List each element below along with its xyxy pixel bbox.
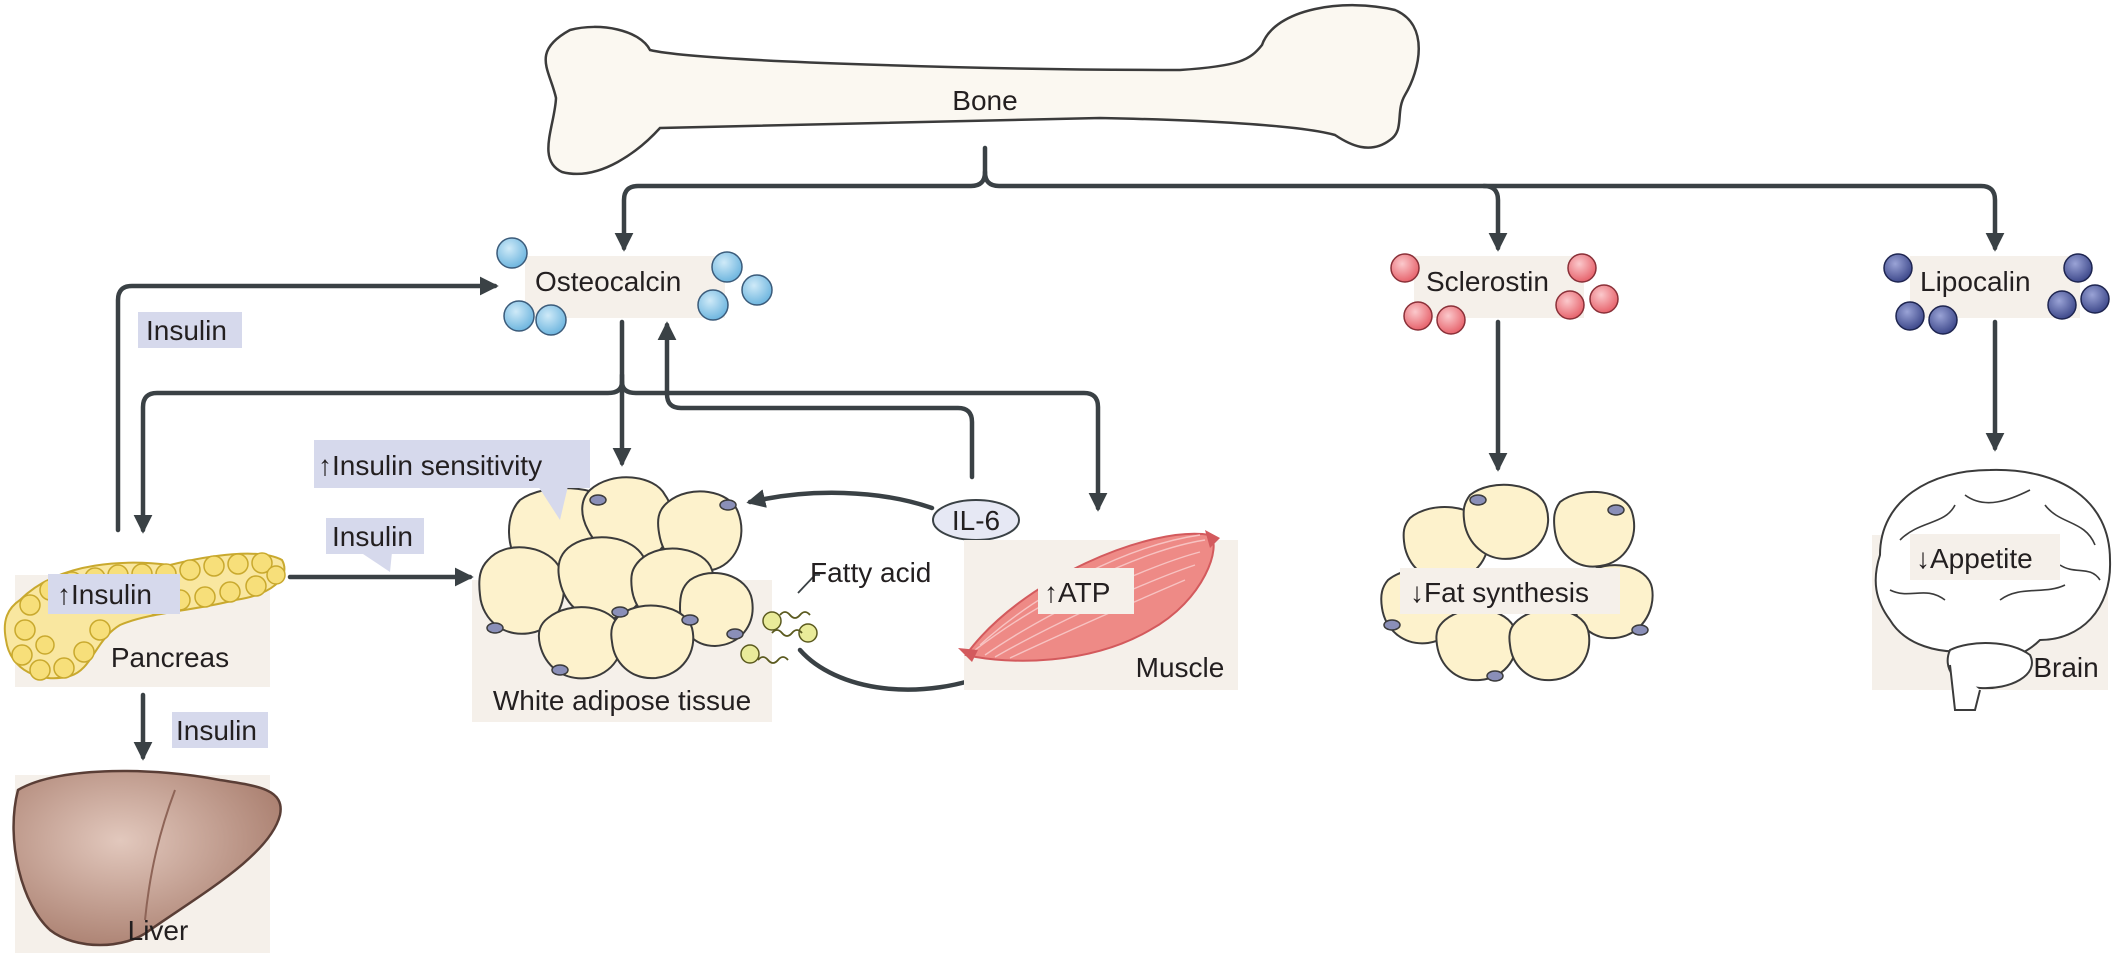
- osteocalcin-dot: [711, 251, 743, 283]
- pancreas-lobules: [11, 552, 286, 681]
- sclerostin-node: Sclerostin: [1390, 253, 1619, 335]
- arrow-bone-to-sclerostin: [982, 169, 1508, 252]
- arrow-il6-to-adipose: [746, 489, 935, 511]
- lipocalin-dot: [2047, 290, 2077, 320]
- lipocalin-node: Lipocalin: [1883, 253, 2110, 335]
- lipocalin-dot: [1883, 253, 1913, 283]
- insulin-to-liver-label: Insulin: [176, 715, 257, 746]
- liver-lobe-line: [144, 789, 176, 921]
- adipose-label: White adipose tissue: [493, 685, 751, 716]
- brain-stem: [1949, 664, 1981, 711]
- il6-label: IL-6: [952, 505, 1000, 536]
- insulin-up-tag: [48, 574, 180, 614]
- sclerostin-dot: [1555, 290, 1585, 320]
- il6-node: IL-6: [932, 499, 1020, 541]
- arrow-bone-to-osteocalcin: [614, 145, 988, 252]
- sclerostin-dot: [1436, 305, 1466, 335]
- insulin-sensitivity-box: [314, 440, 590, 488]
- sclerostin-label: Sclerostin: [1426, 266, 1549, 297]
- osteocalcin-arrows: [115, 276, 1108, 534]
- lipocalin-dot: [2080, 284, 2110, 314]
- muscle-tendon-right: [1205, 530, 1220, 548]
- osteocalcin-molecules: [496, 237, 773, 336]
- osteocalcin-label: Osteocalcin: [535, 266, 681, 297]
- insulin-tag-box: [138, 312, 242, 348]
- fat-synthesis-label: ↓Fat synthesis: [1410, 577, 1589, 608]
- osteocalcin-dot: [496, 237, 528, 269]
- insulin-tag-pointer: [360, 552, 392, 572]
- bone-label: Bone: [952, 85, 1017, 116]
- insulin-to-liver-tag: Insulin: [150, 712, 268, 748]
- adipose-cells: [478, 476, 754, 680]
- insulin-sensitivity-pointer: [538, 486, 568, 520]
- muscle-label: Muscle: [1136, 652, 1225, 683]
- sclerostin-dot: [1589, 284, 1619, 314]
- brain-organ: ↓Appetite Brain: [1872, 468, 2112, 711]
- lipocalin-dot: [1895, 301, 1925, 331]
- lipocalin-dot: [1928, 305, 1958, 335]
- muscle-tendon-left: [958, 648, 978, 662]
- arrow-osteocalcin-to-muscle: [619, 379, 1108, 512]
- osteocalcin-dot: [741, 274, 773, 306]
- fatty-acid-molecules: [740, 611, 818, 664]
- arrow-pancreas-to-osteocalcin: [115, 276, 499, 533]
- liver-organ: Liver: [12, 769, 282, 953]
- osteocalcin-dot: [697, 289, 729, 321]
- atp-label: ↑ATP: [1044, 577, 1110, 608]
- white-adipose-tissue: White adipose tissue: [472, 476, 772, 722]
- fat-synthesis-tag: [1400, 568, 1620, 614]
- sclerostin-dot: [1567, 253, 1597, 283]
- insulin-up-label: ↑Insulin: [57, 579, 152, 610]
- insulin-to-wat-tag: Insulin: [326, 518, 424, 572]
- brain-label: Brain: [2033, 652, 2098, 683]
- sclerostin-dot: [1403, 301, 1433, 331]
- osteocalcin-node: Osteocalcin: [496, 237, 773, 336]
- lipocalin-molecules: [1883, 253, 2110, 335]
- bone-shape: [544, 4, 1420, 175]
- osteocalcin-dot: [503, 300, 535, 332]
- insulin-feedback-tag: Insulin: [124, 312, 242, 348]
- sclerostin-dot: [1390, 253, 1420, 283]
- bone: Bone: [544, 4, 1420, 175]
- arrow-il6-to-osteocalcin: [657, 321, 975, 480]
- liver-shape: [12, 769, 282, 947]
- insulin-sensitivity-tag: ↑Insulin sensitivity: [314, 440, 590, 520]
- osteocalcin-dot: [535, 304, 567, 336]
- atp-tag: [1038, 568, 1134, 614]
- pancreas-label: Pancreas: [111, 642, 229, 673]
- fatty-acid-label: Fatty acid: [810, 557, 931, 588]
- sclerostin-molecules: [1390, 253, 1619, 335]
- insulin-tag-box: [326, 518, 424, 554]
- lipocalin-label: Lipocalin: [1920, 266, 2031, 297]
- appetite-tag: [1910, 534, 2060, 580]
- liver-label: Liver: [128, 915, 189, 946]
- lipocalin-dot: [2063, 253, 2093, 283]
- fatty-acid-node: Fatty acid: [740, 557, 931, 664]
- arrow-bone-to-lipocalin: [1481, 183, 2005, 252]
- appetite-label: ↓Appetite: [1916, 543, 2033, 574]
- fatty-acid-leader: [797, 574, 820, 594]
- insulin-to-wat-label: Insulin: [332, 521, 413, 552]
- fat-synthesis-node: ↓Fat synthesis: [1380, 483, 1654, 682]
- pancreas-organ: ↑Insulin Pancreas: [3, 552, 286, 687]
- insulin-feedback-label: Insulin: [146, 315, 227, 346]
- muscle-organ: ↑ATP Muscle: [958, 530, 1238, 690]
- bone-output-arrows: [614, 145, 2005, 252]
- insulin-sensitivity-label: ↑Insulin sensitivity: [318, 450, 542, 481]
- insulin-tag-box: [150, 712, 268, 748]
